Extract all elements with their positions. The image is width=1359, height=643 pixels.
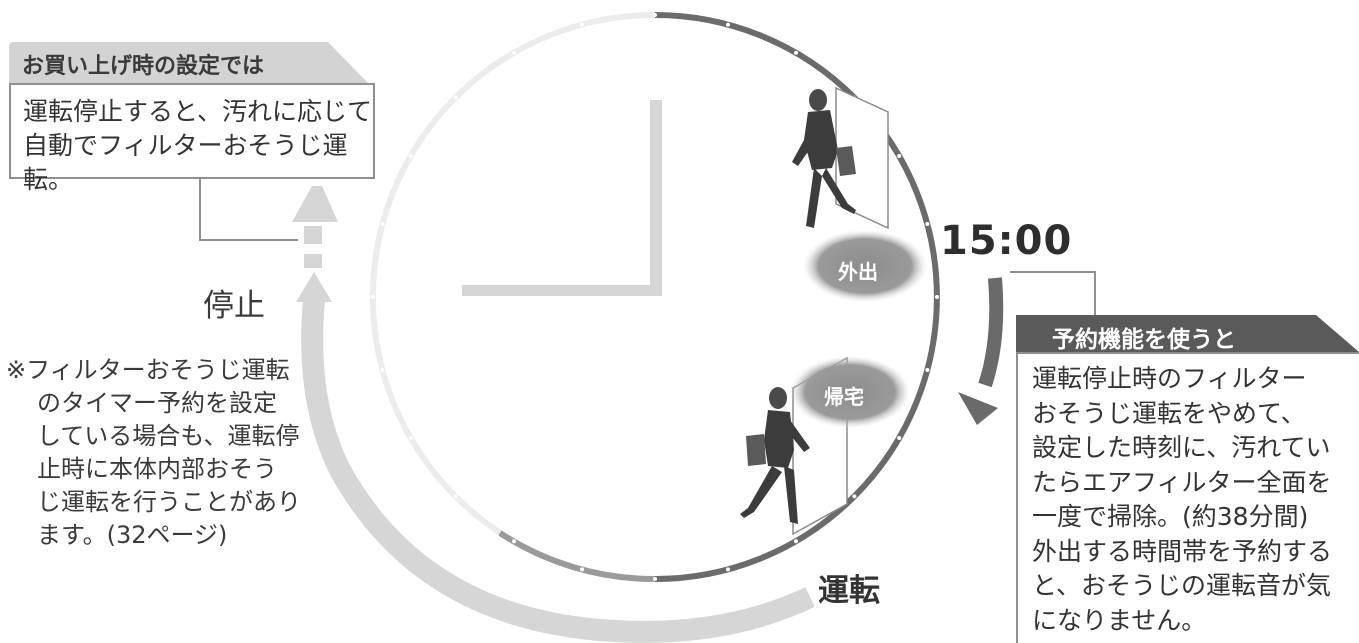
clock-tick-dot xyxy=(653,577,657,581)
clock-tick-dot xyxy=(408,436,413,440)
clock-tick-dot xyxy=(580,567,584,572)
going-out-badge xyxy=(803,230,927,302)
right-callout-line: たらエアフィルター全面を xyxy=(1032,467,1332,497)
cycle-arrow-head xyxy=(296,272,332,302)
clock-tick-dot xyxy=(935,295,939,299)
run-label: 運転 xyxy=(818,573,880,609)
left-callout-line: 自動でフィルターおそうじ運転。 xyxy=(23,131,348,194)
clock-tick-dot xyxy=(453,494,458,499)
clock-hour-hand xyxy=(462,285,662,296)
clock-tick-dot xyxy=(453,95,458,100)
return-home-label: 帰宅 xyxy=(824,385,864,409)
cycle-arrow-body xyxy=(301,299,815,643)
clock-tick-dot xyxy=(726,22,730,27)
dashed-segment-1 xyxy=(304,254,322,268)
clock-tick-dot xyxy=(512,539,516,544)
reservation-arrow-body xyxy=(978,277,1004,388)
right-callout-line: 一度で掃除。(約38分間) xyxy=(1032,502,1309,531)
clock-tick-dot xyxy=(925,368,930,372)
clock-tick-dot xyxy=(794,50,798,55)
clock-tick-marks xyxy=(371,13,939,581)
clock-tick-dot xyxy=(726,567,730,572)
clock-tick-dot xyxy=(794,539,798,544)
reservation-arrow-head xyxy=(958,392,998,425)
clock-tick-dot xyxy=(897,154,902,158)
person-leaving-icon xyxy=(792,86,889,230)
clock-tick-dot xyxy=(653,13,657,17)
stop-label: 停止 xyxy=(203,288,265,324)
note-line: している場合も、運転停 xyxy=(37,422,300,450)
right-connector xyxy=(1010,271,1096,318)
door-icon xyxy=(835,86,889,230)
clock-tick-dot xyxy=(897,436,902,440)
note-line: ※フィルターおそうじ運転 xyxy=(6,356,290,384)
right-callout-line: 外出する時間帯を予約する xyxy=(1032,536,1333,566)
right-callout-header: 予約機能を使うと xyxy=(1052,327,1236,353)
right-callout-line: おそうじ運転をやめて、 xyxy=(1032,398,1306,428)
clock-tick-dot xyxy=(380,368,385,372)
clock-tick-dot xyxy=(852,494,857,499)
left-callout-box: 運転停止すると、汚れに応じて 自動でフィルターおそうじ運転。 xyxy=(9,83,375,194)
clock-tick-dot xyxy=(371,295,375,299)
right-callout-line: と、おそうじの運転音が気 xyxy=(1032,571,1332,600)
clock-tick-dot xyxy=(580,22,584,27)
right-callout-box: 運転停止時のフィルター おそうじ運転をやめて、 設定した時刻に、汚れてい たらエ… xyxy=(1016,352,1359,643)
right-callout-line: 設定した時刻に、汚れてい xyxy=(1032,433,1331,462)
dashed-segment-2 xyxy=(304,226,322,244)
note-text: ※フィルターおそうじ運転 のタイマー予約を設定 している場合も、運転停 止時に本… xyxy=(6,354,301,552)
clock-tick-dot xyxy=(380,222,385,226)
clock-tick-dot xyxy=(512,50,516,55)
clock-tick-dot xyxy=(925,222,930,226)
return-home-badge xyxy=(790,356,910,428)
left-callout-header: お買い上げ時の設定では xyxy=(22,54,265,79)
clock-tick-dot xyxy=(408,154,413,158)
left-connector xyxy=(199,178,298,241)
going-out-label: 外出 xyxy=(838,260,878,284)
right-callout-line: になりません。 xyxy=(1032,605,1207,635)
note-line: 止時に本体内部おそう xyxy=(37,455,277,483)
right-callout-line: 運転停止時のフィルター xyxy=(1032,364,1307,393)
note-line: じ運転を行うことがあり xyxy=(37,488,301,516)
dashed-arrow-head xyxy=(292,186,338,222)
clock-rim-bottom xyxy=(498,530,656,583)
note-line: のタイマー予約を設定 xyxy=(37,389,277,417)
left-callout-tab xyxy=(9,42,369,84)
note-line: ます。(32ページ) xyxy=(37,521,228,549)
clock-rim-light xyxy=(370,12,656,582)
right-callout-tab xyxy=(1016,315,1359,352)
left-callout-line: 運転停止すると、汚れに応じて xyxy=(23,97,373,126)
clock-minute-hand xyxy=(650,100,662,296)
reservation-time-label: 15:00 xyxy=(940,218,1073,264)
